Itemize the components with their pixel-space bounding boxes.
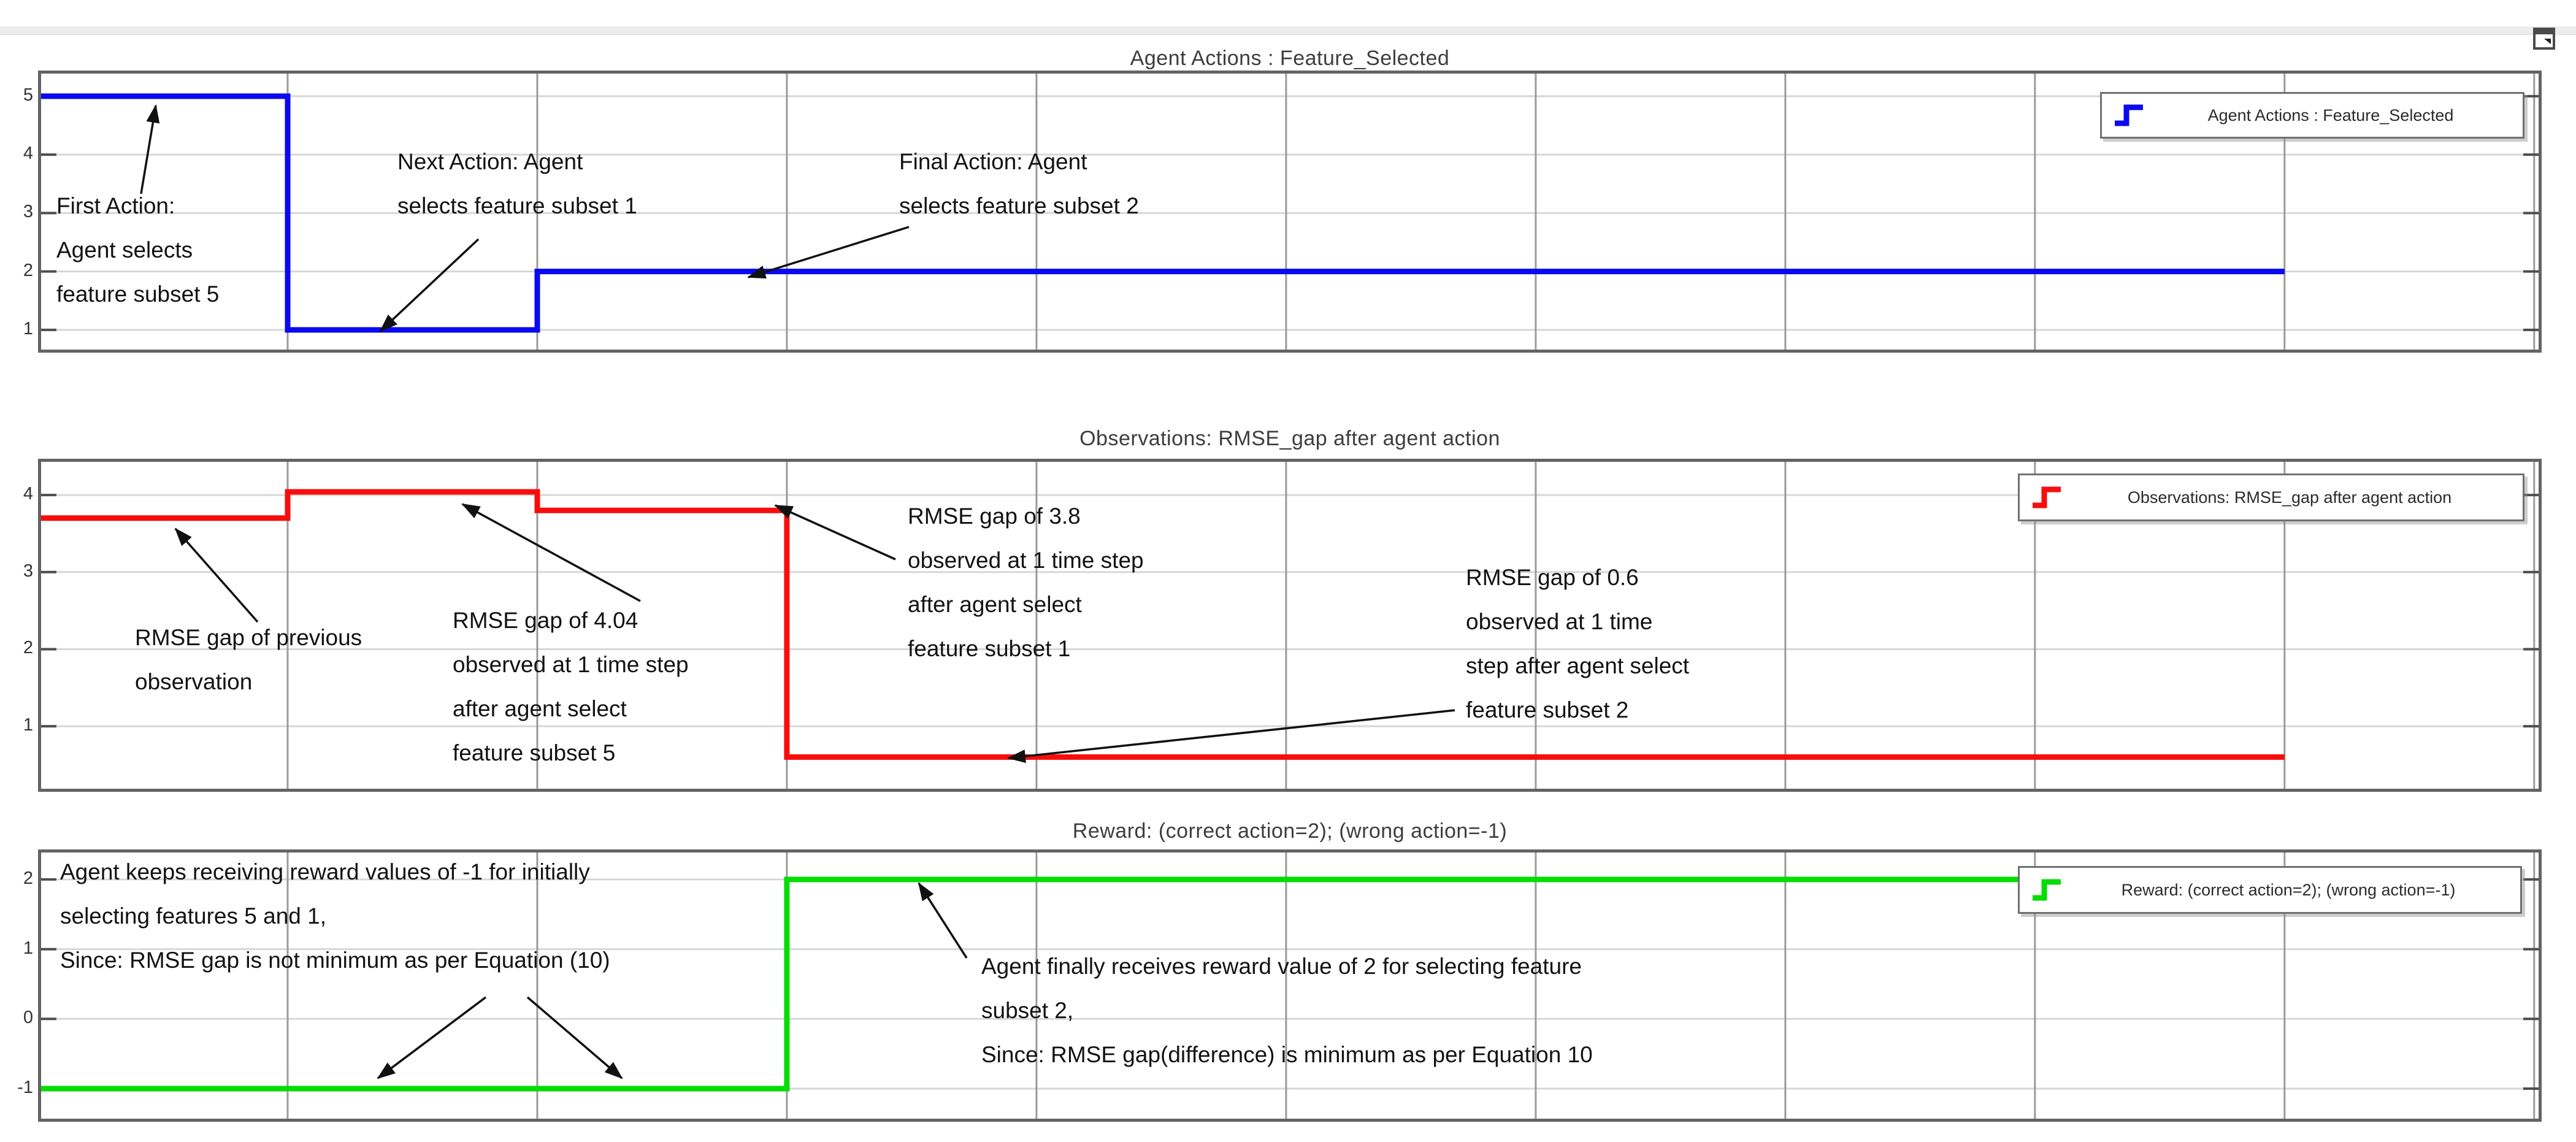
y-tick-label: 3 <box>23 202 33 222</box>
annotation-rmse-404: RMSE gap of 4.04 observed at 1 time step… <box>453 608 689 765</box>
legend-observations[interactable]: Observations: RMSE_gap after agent actio… <box>2018 473 2524 521</box>
legend-agent-actions[interactable]: Agent Actions : Feature_Selected <box>2100 92 2524 139</box>
y-tick-label: 2 <box>23 260 33 280</box>
y-tick-label: 5 <box>23 85 33 105</box>
annotation-rmse-06: RMSE gap of 0.6 observed at 1 time step … <box>1466 565 1690 722</box>
legend-step-icon-blue <box>2115 104 2143 126</box>
panel-title-reward: Reward: (correct action=2); (wrong actio… <box>1072 819 1508 843</box>
figure-toolbar-strip <box>0 26 2576 35</box>
y-tick-label: 4 <box>23 484 33 504</box>
annotation-reward-positive: Agent finally receives reward value of 2… <box>981 954 1593 1067</box>
annotation-reward-negative: Agent keeps receiving reward values of -… <box>60 859 610 973</box>
annotation-final-action: Final Action: Agent selects feature subs… <box>899 149 1139 218</box>
y-tick-label: 1 <box>23 715 33 735</box>
legend-label: Reward: (correct action=2); (wrong actio… <box>2121 880 2456 899</box>
y-tick-label: 1 <box>23 318 33 339</box>
legend-reward[interactable]: Reward: (correct action=2); (wrong actio… <box>2018 866 2522 914</box>
legend-label: Observations: RMSE_gap after agent actio… <box>2127 488 2452 507</box>
panel-title-agent-actions: Agent Actions : Feature_Selected <box>1130 47 1450 70</box>
legend-step-icon-red <box>2033 486 2061 508</box>
y-tick-label: 3 <box>23 561 33 581</box>
y-tick-label: 0 <box>23 1008 33 1028</box>
legend-step-icon-green <box>2033 879 2061 901</box>
y-tick-label: 1 <box>23 938 33 958</box>
panel-title-observations: Observations: RMSE_gap after agent actio… <box>1079 427 1500 450</box>
annotation-rmse-38: RMSE gap of 3.8 observed at 1 time step … <box>908 504 1144 661</box>
annotation-next-action: Next Action: Agent selects feature subse… <box>397 149 637 218</box>
y-tick-label: 2 <box>23 638 33 658</box>
y-tick-label: -1 <box>17 1077 33 1097</box>
legend-label: Agent Actions : Feature_Selected <box>2207 105 2454 125</box>
dock-figure-icon[interactable] <box>2533 28 2555 50</box>
annotation-first-action: First Action: Agent selects feature subs… <box>56 193 220 307</box>
y-tick-label: 2 <box>23 868 33 888</box>
annotation-rmse-previous: RMSE gap of previous observation <box>135 625 362 694</box>
y-tick-label: 4 <box>23 144 33 164</box>
